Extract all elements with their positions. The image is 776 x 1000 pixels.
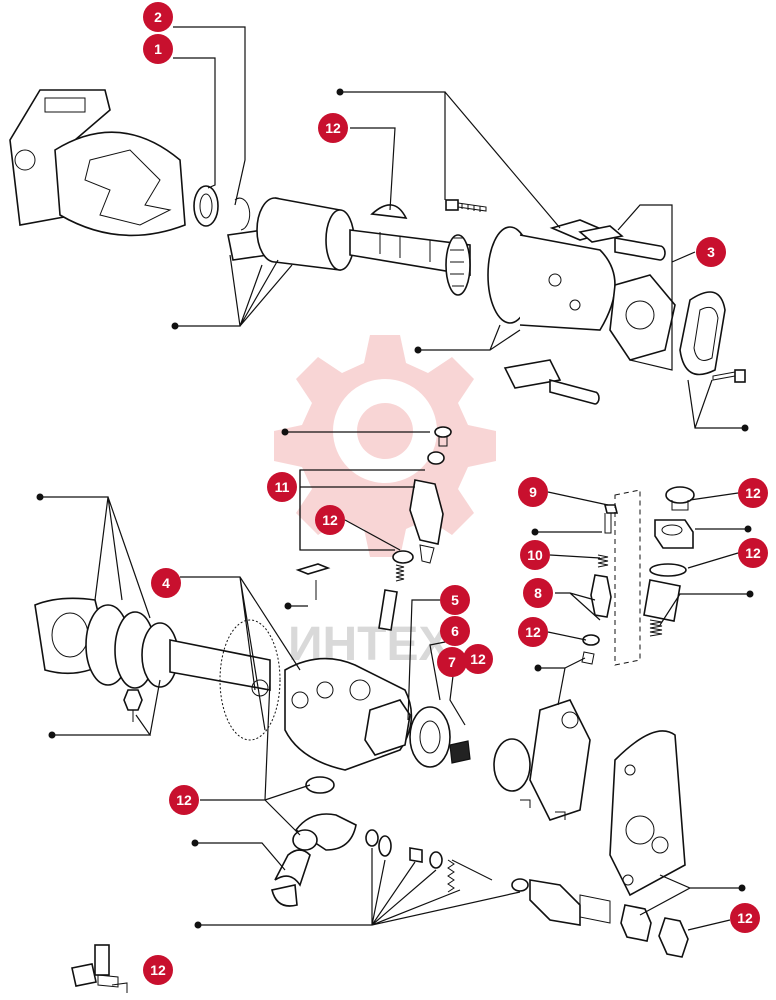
svg-text:12: 12 <box>150 962 166 978</box>
drive-block <box>549 219 624 243</box>
small-relay-parts <box>71 944 128 993</box>
svg-text:7: 7 <box>448 654 456 670</box>
svg-text:12: 12 <box>745 485 761 501</box>
seal-ring <box>193 185 219 227</box>
drive-shaft <box>256 197 471 276</box>
valve-stack <box>365 829 529 893</box>
pump-rotor-housing <box>34 597 179 689</box>
bolt-top <box>445 199 487 212</box>
timing-ring <box>679 291 726 376</box>
injector-nozzle <box>409 479 444 564</box>
callout-2: 2 <box>143 2 173 32</box>
spring-right <box>597 554 609 568</box>
valve-cap <box>665 486 695 511</box>
injector-o-ring <box>392 550 414 564</box>
callout-12-right-mid: 12 <box>738 538 768 568</box>
callout-12-right-low: 12 <box>518 617 548 647</box>
callout-3: 3 <box>696 237 726 267</box>
coupling-plate <box>609 274 676 361</box>
svg-text:4: 4 <box>162 575 170 591</box>
svg-text:12: 12 <box>325 120 341 136</box>
hex-fitting-left <box>123 689 143 722</box>
svg-text:2: 2 <box>154 9 162 25</box>
injector-washer <box>427 451 445 465</box>
screw-top-right <box>712 369 746 383</box>
hollow-bolt <box>271 849 311 907</box>
hex-nut-right <box>654 519 694 549</box>
leader-lines <box>40 26 750 931</box>
callout-12-top: 12 <box>318 113 348 143</box>
lower-block <box>503 359 600 405</box>
callout-10: 10 <box>520 540 550 570</box>
engine-block-housing <box>9 89 186 237</box>
svg-text:12: 12 <box>322 512 338 528</box>
plunger-sleeve <box>378 589 398 631</box>
o-ring-right <box>582 634 600 646</box>
watermark-gear <box>274 335 496 557</box>
callout-12-beside-7: 12 <box>463 644 493 674</box>
valve-body-right <box>643 579 681 622</box>
gasket-ring <box>219 619 281 741</box>
drive-gear <box>445 234 471 296</box>
filter-housing <box>493 699 591 821</box>
dot-markers <box>36 88 754 929</box>
callout-9: 9 <box>518 477 548 507</box>
check-valve <box>590 574 612 618</box>
knurled-cap <box>658 917 689 958</box>
dashed-frame <box>614 489 641 666</box>
delivery-valve <box>529 879 652 942</box>
banjo-fitting <box>292 776 357 851</box>
svg-text:12: 12 <box>176 792 192 808</box>
svg-text:11: 11 <box>275 479 290 495</box>
callout-12-injector: 12 <box>315 505 345 535</box>
svg-text:12: 12 <box>745 545 761 561</box>
rotor-head <box>364 699 411 756</box>
bleed-screw <box>603 504 619 534</box>
svg-text:12: 12 <box>737 910 753 926</box>
cam-ring <box>409 706 471 768</box>
callout-12-lower-left: 12 <box>169 785 199 815</box>
mounting-bracket <box>609 730 686 897</box>
svg-text:5: 5 <box>451 592 459 608</box>
callout-1: 1 <box>143 34 173 64</box>
callout-7: 7 <box>437 647 467 677</box>
svg-text:10: 10 <box>527 547 543 563</box>
callout-8: 8 <box>523 578 553 608</box>
injector-screw <box>434 426 452 447</box>
svg-text:12: 12 <box>525 624 541 640</box>
svg-text:9: 9 <box>529 484 537 500</box>
bracket-small <box>295 563 331 600</box>
callout-5: 5 <box>440 585 470 615</box>
svg-text:6: 6 <box>451 623 459 639</box>
svg-text:3: 3 <box>707 244 715 260</box>
callout-12-bottom-right: 12 <box>730 903 760 933</box>
woodruff-key <box>370 204 408 219</box>
spring-small <box>395 564 405 582</box>
callout-12-right-top: 12 <box>738 478 768 508</box>
callout-6: 6 <box>440 616 470 646</box>
hub-flange <box>487 226 616 331</box>
snap-ring <box>234 197 251 231</box>
pin-top <box>614 237 666 261</box>
svg-text:8: 8 <box>534 585 542 601</box>
spring-lower-right <box>649 619 663 637</box>
callout-4: 4 <box>151 568 181 598</box>
seal-ring-right <box>649 563 687 577</box>
svg-text:12: 12 <box>470 651 486 667</box>
callout-11: 11 <box>267 472 297 502</box>
callout-12-bottom-left: 12 <box>143 955 173 985</box>
svg-text:1: 1 <box>154 41 162 57</box>
